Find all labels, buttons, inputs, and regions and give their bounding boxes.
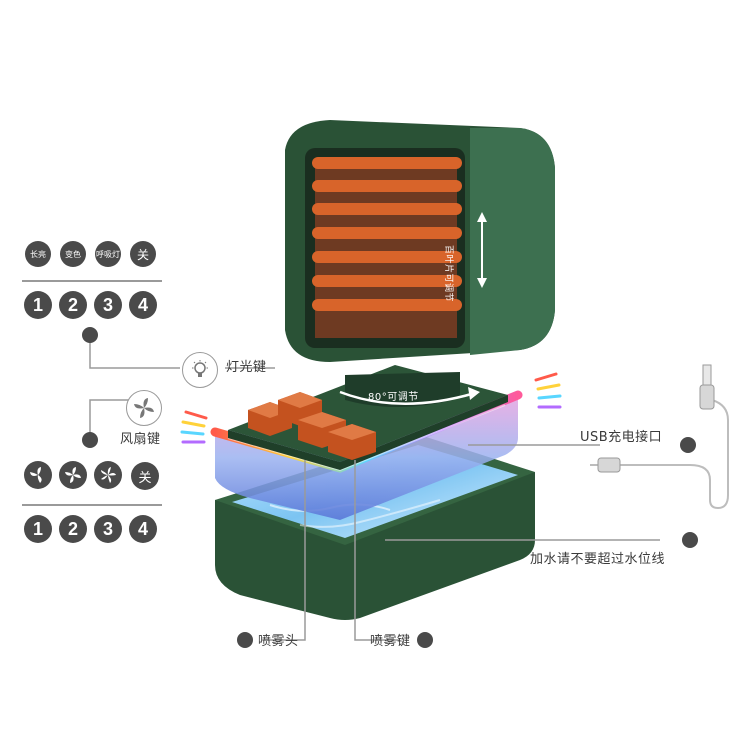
- spray-button[interactable]: [328, 424, 376, 460]
- light-mode-2-number: 2: [59, 291, 87, 319]
- water-line-label: 加水请不要超过水位线: [530, 552, 666, 567]
- fan-mode-3-number: 3: [94, 515, 122, 543]
- fan-mid-icon: [59, 461, 87, 489]
- leader-lines: [89, 340, 660, 641]
- light-mode-1-number: 1: [24, 291, 52, 319]
- rotate-label: 80°可调节: [368, 392, 419, 403]
- spray-head-label: 喷雾头: [258, 634, 299, 649]
- fan-icon: [126, 390, 162, 426]
- light-key-label: 灯光键: [226, 360, 267, 375]
- fan-off-label: 关: [131, 462, 159, 490]
- fan-low-icon: [24, 461, 52, 489]
- light-mode-4-number: 4: [129, 291, 157, 319]
- light-mode-4-name: 关: [130, 241, 156, 267]
- rotation-arrow: [339, 387, 480, 405]
- fan-high-icon: [94, 461, 122, 489]
- fan-mode-1-number: 1: [24, 515, 52, 543]
- light-mode-3-number: 3: [94, 291, 122, 319]
- light-mode-3-name: 呼吸灯: [95, 241, 121, 267]
- louver-adjust-label: 百叶片可调节: [443, 245, 453, 303]
- usb-a-plug: [699, 384, 715, 410]
- fan-head: [285, 120, 555, 362]
- fan-mode-4-number: 4: [129, 515, 157, 543]
- fan-mode-2-number: 2: [59, 515, 87, 543]
- micro-usb-plug: [597, 457, 621, 473]
- usb-port-label: USB充电接口: [580, 430, 663, 445]
- light-modes-divider: [22, 280, 162, 282]
- bulb-icon: [182, 352, 218, 388]
- light-mode-1-name: 长亮: [25, 241, 51, 267]
- light-mode-2-name: 变色: [60, 241, 86, 267]
- louver-adjust-arrow: [477, 212, 487, 288]
- light-rays-right: [534, 372, 562, 409]
- rotation-neck: [345, 372, 460, 408]
- spray-key-label: 喷雾键: [370, 634, 411, 649]
- light-rays-left: [180, 410, 208, 444]
- leader-dots: [82, 327, 698, 648]
- control-buttons: [248, 392, 376, 460]
- louvers: [312, 157, 462, 311]
- fan-key-label: 风扇键: [120, 432, 161, 447]
- fan-modes-divider: [22, 504, 162, 506]
- usb-cable: [590, 364, 729, 510]
